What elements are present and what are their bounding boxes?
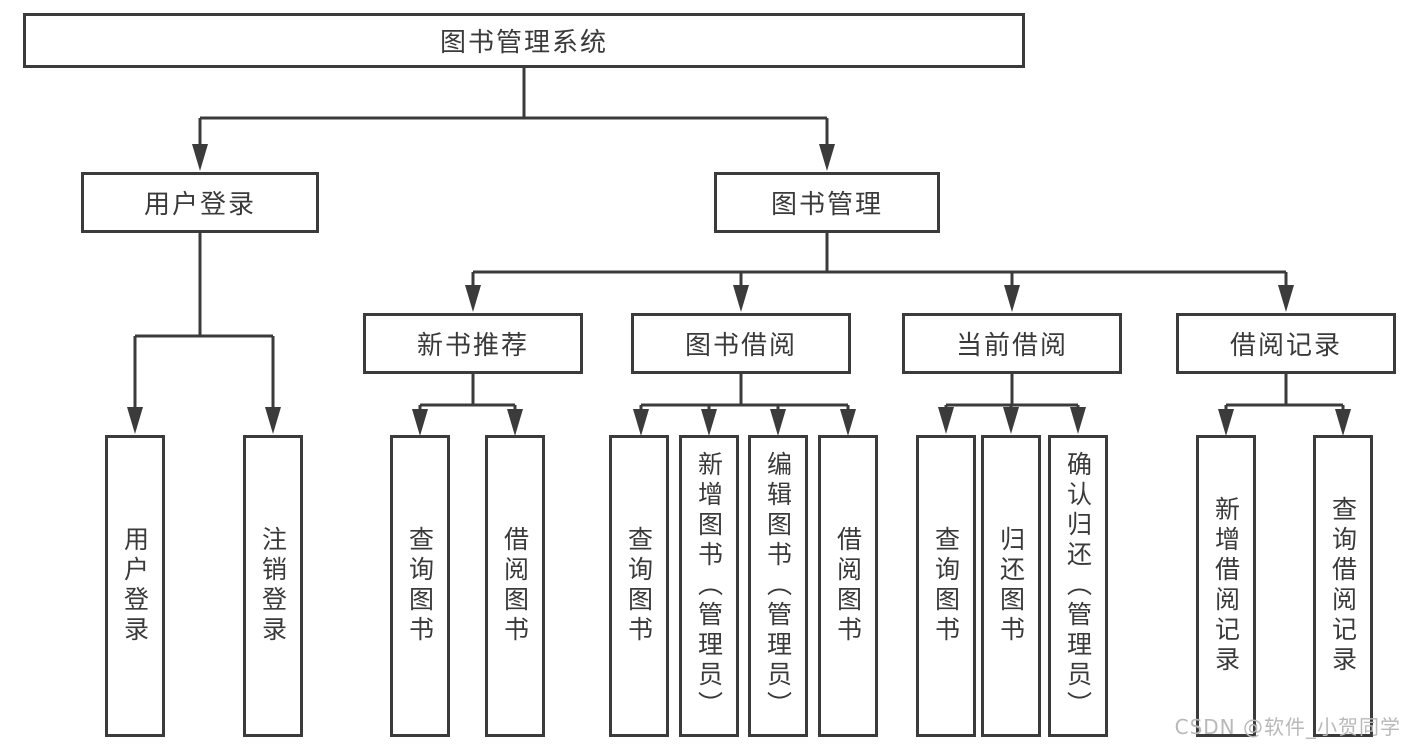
node-label: 图书借阅	[684, 331, 797, 361]
node-user-login-action: 用户登录	[105, 435, 165, 737]
node-query-books-2: 查询图书	[609, 435, 669, 737]
node-label: 编辑图书（管理员）	[763, 451, 793, 721]
csdn-watermark: CSDN @软件_小贺同学	[1174, 715, 1401, 739]
node-label: 图书管理	[770, 190, 883, 220]
node-label: 归还图书	[996, 526, 1026, 646]
node-label: 查询图书	[624, 526, 654, 646]
node-label: 新书推荐	[416, 331, 529, 361]
node-label: 用户登录	[143, 190, 256, 220]
node-label: 图书管理系统	[439, 28, 608, 58]
node-label: 借阅记录	[1229, 331, 1342, 361]
node-add-books-admin: 新增图书（管理员）	[679, 435, 739, 737]
node-new-book-recommendation: 新书推荐	[363, 313, 583, 374]
node-query-books-3: 查询图书	[916, 435, 976, 737]
node-label: 用户登录	[120, 526, 150, 646]
node-label: 借阅图书	[833, 526, 863, 646]
node-label: 借阅图书	[500, 526, 530, 646]
arrowhead-icons	[127, 144, 1351, 436]
node-query-books: 查询图书	[390, 435, 450, 737]
node-query-borrow-record: 查询借阅记录	[1313, 435, 1373, 737]
node-label: 查询图书	[405, 526, 435, 646]
node-label: 查询图书	[931, 526, 961, 646]
node-label: 注销登录	[258, 526, 288, 646]
node-borrow-books: 借阅图书	[485, 435, 545, 737]
node-borrowing-records: 借阅记录	[1176, 313, 1396, 374]
node-user-login: 用户登录	[81, 172, 319, 233]
node-book-borrowing: 图书借阅	[631, 313, 851, 374]
node-label: 当前借阅	[955, 331, 1068, 361]
node-library-management-system: 图书管理系统	[23, 13, 1025, 68]
node-label: 确认归还（管理员）	[1063, 451, 1093, 721]
node-current-borrowing: 当前借阅	[902, 313, 1122, 374]
node-return-books: 归还图书	[981, 435, 1041, 737]
node-book-management: 图书管理	[714, 172, 940, 233]
node-label: 新增借阅记录	[1211, 496, 1241, 676]
node-add-borrow-record: 新增借阅记录	[1196, 435, 1256, 737]
node-logout-action: 注销登录	[243, 435, 303, 737]
connector-path	[133, 68, 1345, 412]
node-confirm-return-admin: 确认归还（管理员）	[1048, 435, 1108, 737]
node-edit-books-admin: 编辑图书（管理员）	[748, 435, 808, 737]
node-label: 查询借阅记录	[1328, 496, 1358, 676]
node-borrow-books-2: 借阅图书	[818, 435, 878, 737]
node-label: 新增图书（管理员）	[694, 451, 724, 721]
